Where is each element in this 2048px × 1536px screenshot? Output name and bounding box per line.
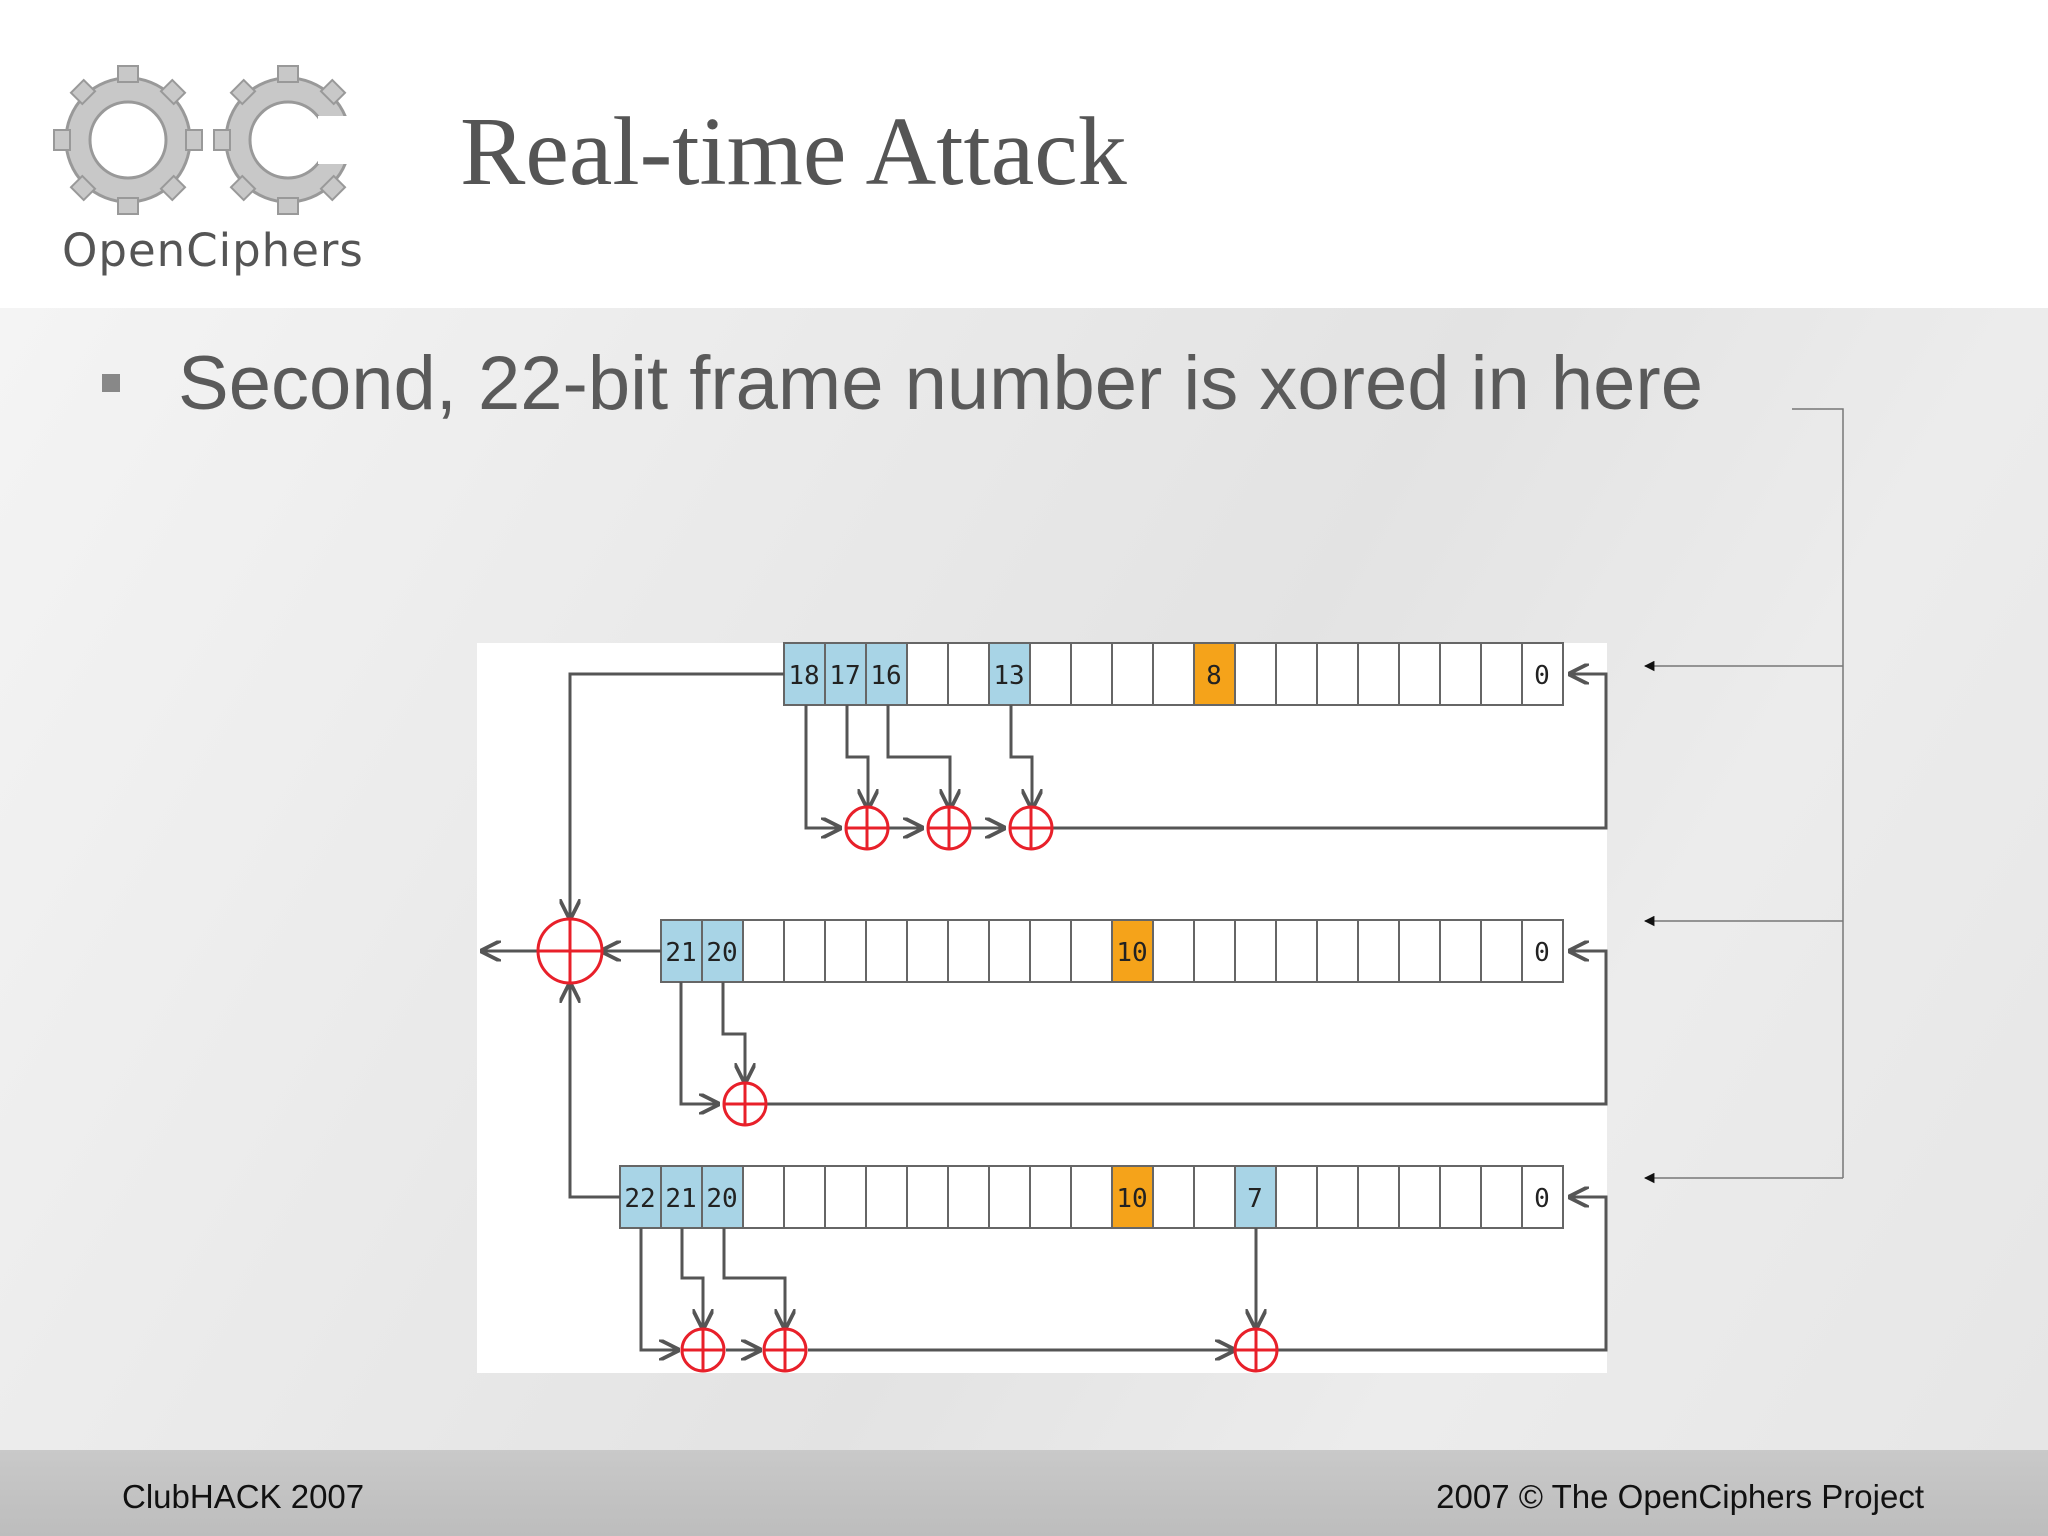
r3-bit-label: 21 bbox=[665, 1184, 696, 1214]
register-r1 bbox=[783, 642, 1564, 706]
xor-icon-combiner bbox=[536, 917, 604, 985]
xor-gates bbox=[536, 805, 1279, 1373]
bullet-square-icon bbox=[102, 374, 120, 392]
xor-icon bbox=[844, 805, 890, 851]
diagram-panel bbox=[477, 643, 1607, 1373]
xor-icon bbox=[722, 1081, 768, 1127]
footer-event: ClubHACK 2007 bbox=[122, 1478, 365, 1515]
r3-bit-label: 7 bbox=[1247, 1184, 1263, 1214]
footer-copyright: 2007 © The OpenCiphers Project bbox=[1436, 1478, 1924, 1515]
r1-low-bit-label: 0 bbox=[1534, 661, 1550, 691]
xor-icon bbox=[1008, 805, 1054, 851]
r3-clock-bit-label: 10 bbox=[1116, 1184, 1147, 1214]
feedback-wires bbox=[482, 674, 1608, 1350]
xor-icon bbox=[1233, 1327, 1279, 1373]
xor-icon bbox=[926, 805, 972, 851]
r1-bit-label: 18 bbox=[788, 661, 819, 691]
xor-icon bbox=[762, 1327, 808, 1373]
slide-header: OpenCiphers Real-time Attack bbox=[0, 0, 2048, 308]
r1-clock-bit-label: 8 bbox=[1206, 661, 1222, 691]
r1-bit-label: 17 bbox=[829, 661, 860, 691]
xor-icon bbox=[680, 1327, 726, 1373]
slide-title: Real-time Attack bbox=[460, 98, 1127, 206]
r1-bit-label: 16 bbox=[870, 661, 901, 691]
r3-low-bit-label: 0 bbox=[1534, 1184, 1550, 1214]
slide-footer bbox=[0, 1450, 2048, 1536]
r3-bit-label: 20 bbox=[706, 1184, 737, 1214]
logo-text: OpenCiphers bbox=[62, 224, 364, 277]
r1-bit-label: 13 bbox=[993, 661, 1024, 691]
r2-bit-label: 21 bbox=[665, 938, 696, 968]
bullet-text: Second, 22-bit frame number is xored in … bbox=[178, 341, 1704, 426]
register-r3 bbox=[619, 1165, 1564, 1229]
register-r2 bbox=[660, 919, 1564, 983]
r2-bit-label: 20 bbox=[706, 938, 737, 968]
r2-low-bit-label: 0 bbox=[1534, 938, 1550, 968]
r3-bit-label: 22 bbox=[624, 1184, 655, 1214]
callout-bracket bbox=[1643, 408, 1844, 1184]
r2-clock-bit-label: 10 bbox=[1116, 938, 1147, 968]
opencipher-gears-logo bbox=[53, 65, 368, 215]
